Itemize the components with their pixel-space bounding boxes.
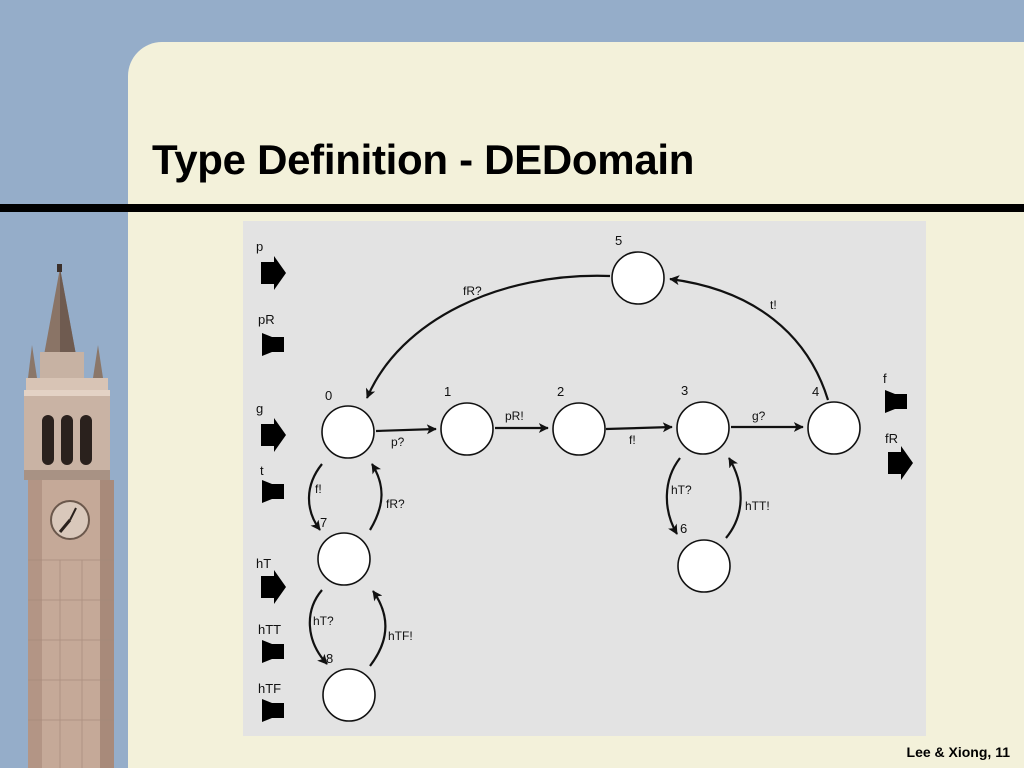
state-label: 4 (812, 384, 819, 399)
state-label: 3 (681, 383, 688, 398)
port-pR: pR (258, 312, 284, 356)
transition-label: hTT! (745, 499, 770, 513)
transition-8-7: hTF! (369, 590, 413, 667)
port-fR: fR (885, 431, 913, 480)
transition-7-0: fR? (369, 463, 405, 531)
state-label: 5 (615, 233, 622, 248)
port-hTT: hTT (258, 622, 284, 663)
transition-0-1: p? (375, 424, 437, 449)
transition-1-2: pR! (495, 409, 549, 433)
state-6: 6 (677, 521, 731, 593)
state-label: 7 (320, 515, 327, 530)
port-p: p (256, 239, 286, 290)
state-label: 6 (680, 521, 687, 536)
state-1: 1 (440, 384, 494, 456)
port-g: g (256, 401, 286, 452)
slide-title: Type Definition - DEDomain (152, 136, 695, 183)
state-label: 8 (326, 651, 333, 666)
state-label: 0 (325, 388, 332, 403)
state-0: 0 (321, 388, 375, 459)
transition-label: hT? (313, 614, 334, 628)
transition-label: hTF! (388, 629, 413, 643)
input-arrow-icon (261, 256, 286, 290)
transition-5-0: fR? (365, 274, 611, 399)
state-5: 5 (611, 233, 665, 305)
state-4: 4 (807, 384, 861, 455)
transition-label: pR! (505, 409, 524, 423)
transition-label: p? (391, 435, 405, 449)
transition-6-3: hTT! (725, 457, 770, 539)
output-speaker-icon (885, 390, 907, 413)
transition-label: g? (752, 409, 766, 423)
state-3: 3 (676, 383, 730, 455)
title-divider (0, 204, 1024, 212)
port-label: hTF (258, 681, 281, 696)
transition-label: f! (315, 482, 322, 496)
state-2: 2 (552, 384, 606, 456)
transition-4-5: t! (669, 275, 830, 401)
transition-label: f! (629, 433, 636, 447)
transition-3-4: g? (731, 409, 804, 432)
transition-label: fR? (386, 497, 405, 511)
transition-label: t! (770, 298, 777, 312)
transition-2-3: f! (605, 422, 673, 447)
port-t: t (260, 463, 284, 503)
slide-footer: Lee & Xiong, 11 (906, 744, 1010, 760)
input-arrow-icon (261, 418, 286, 452)
input-arrow-icon (888, 446, 913, 480)
port-label: t (260, 463, 264, 478)
input-arrow-icon (261, 570, 286, 604)
output-speaker-icon (262, 699, 284, 722)
state-7: 7 (317, 515, 371, 586)
port-label: hT (256, 556, 271, 571)
port-label: f (883, 371, 887, 386)
state-8: 8 (322, 651, 376, 722)
port-label: hTT (258, 622, 281, 637)
transition-0-7: f! (307, 463, 323, 531)
state-label: 2 (557, 384, 564, 399)
port-label: pR (258, 312, 275, 327)
port-hTF: hTF (258, 681, 284, 722)
state-label: 1 (444, 384, 451, 399)
transition-label: hT? (671, 483, 692, 497)
output-speaker-icon (262, 333, 284, 356)
port-label: p (256, 239, 263, 254)
port-label: fR (885, 431, 898, 446)
transition-3-6: hT? (665, 457, 692, 535)
diagram-canvas (243, 221, 926, 736)
output-speaker-icon (262, 640, 284, 663)
output-speaker-icon (262, 480, 284, 503)
port-f: f (883, 371, 907, 413)
port-label: g (256, 401, 263, 416)
transition-7-8: hT? (308, 589, 334, 665)
transition-label: fR? (463, 284, 482, 298)
port-hT: hT (256, 556, 286, 604)
